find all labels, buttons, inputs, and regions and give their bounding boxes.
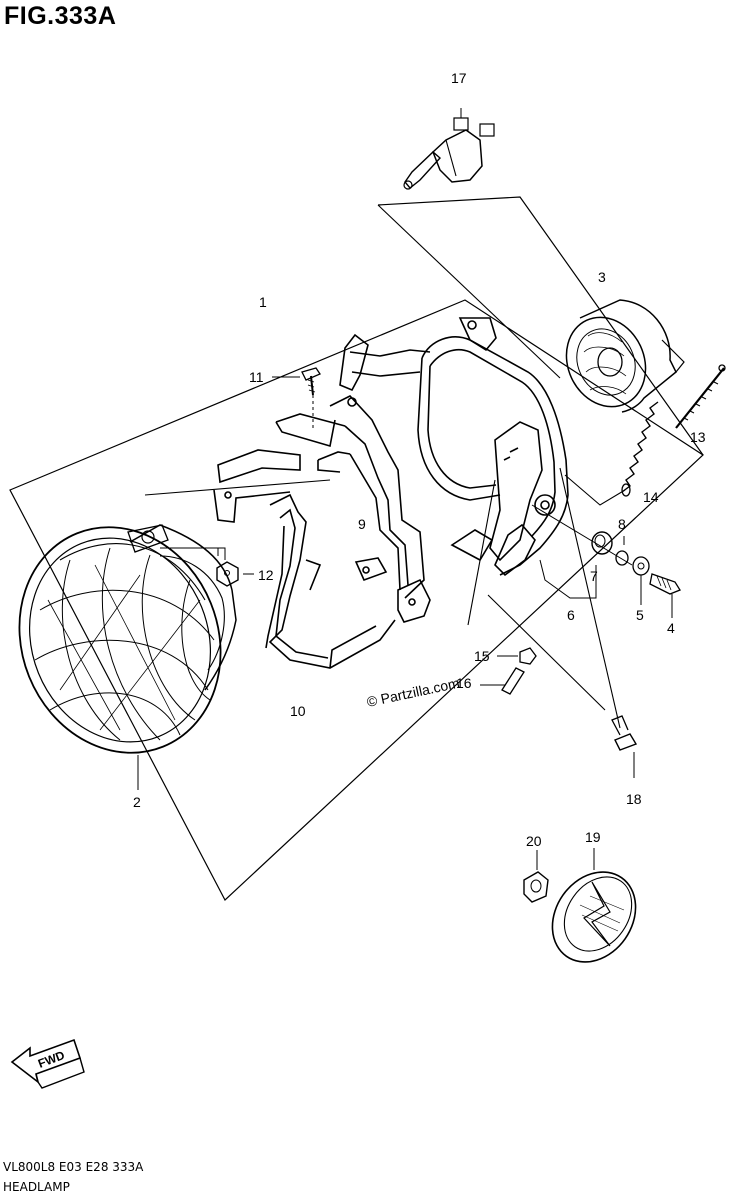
bracket-leader-b: [467, 479, 496, 626]
screw-icon[interactable]: [301, 367, 321, 396]
callout-10[interactable]: 10: [290, 703, 306, 719]
figure-code: VL800L8 E03 E28 333A: [3, 1160, 144, 1174]
assembly-1-outline: [9, 299, 704, 901]
reflector-icon[interactable]: [535, 848, 652, 978]
callout-3[interactable]: 3: [598, 269, 606, 285]
cushion-icon[interactable]: [591, 531, 613, 555]
callout-17[interactable]: 17: [451, 70, 467, 86]
screw-icon[interactable]: [611, 715, 638, 778]
washer-icon[interactable]: [632, 556, 650, 576]
callout-4[interactable]: 4: [667, 620, 675, 636]
callout-13[interactable]: 13: [690, 429, 706, 445]
callout-15[interactable]: 15: [474, 648, 490, 664]
screw-18-guide: [559, 467, 621, 729]
bolt-4-guide: [531, 504, 633, 566]
adjust-screw-icon[interactable]: [675, 364, 726, 429]
nut-icon[interactable]: [519, 647, 537, 665]
spring-leader: [564, 474, 626, 506]
bolt-icon[interactable]: [649, 573, 681, 618]
callout-18[interactable]: 18: [626, 791, 642, 807]
watermark: © Partzilla.com: [365, 675, 461, 710]
callout-8[interactable]: 8: [618, 516, 626, 532]
screw-18-leader: [487, 594, 606, 711]
nut-icon[interactable]: [523, 850, 549, 903]
headlamp-unit-icon[interactable]: [0, 497, 254, 790]
bulb-leader-frame: [377, 196, 704, 456]
callout-19[interactable]: 19: [585, 829, 601, 845]
bulb-icon[interactable]: [403, 108, 495, 190]
bulb-leader-line: [377, 204, 561, 379]
bracket-6-leader: [539, 559, 597, 599]
callout-6[interactable]: 6: [567, 607, 575, 623]
callout-7[interactable]: 7: [590, 568, 598, 584]
callout-11[interactable]: 11: [249, 369, 264, 385]
callout-12[interactable]: 12: [258, 567, 274, 583]
callout-2[interactable]: 2: [133, 794, 141, 810]
callout-14[interactable]: 14: [643, 489, 659, 505]
callout-5[interactable]: 5: [636, 607, 644, 623]
unit-2-leader: [160, 547, 219, 556]
spring-icon[interactable]: [621, 401, 659, 497]
headlamp-housing-shell-icon[interactable]: [552, 299, 685, 420]
frame-bracket-icon[interactable]: [213, 449, 396, 669]
callout-20[interactable]: 20: [526, 833, 542, 849]
callout-labels: 1 2 3 4 5 6 7 8 9 10 11 12 13 14 15 16 1…: [133, 70, 706, 849]
fwd-arrow-icon: FWD: [10, 1038, 85, 1089]
housing-bracket-icon[interactable]: [275, 317, 569, 623]
callout-16[interactable]: 16: [456, 675, 472, 691]
callout-9[interactable]: 9: [358, 516, 366, 532]
figure-name: HEADLAMP: [3, 1180, 70, 1194]
callout-1[interactable]: 1: [259, 294, 267, 310]
pin-icon[interactable]: [501, 667, 525, 695]
bracket-leader-a: [144, 479, 331, 496]
collar-icon[interactable]: [615, 536, 629, 566]
figure-title: FIG.333A: [4, 2, 117, 30]
nut-12-leader: [165, 547, 226, 560]
